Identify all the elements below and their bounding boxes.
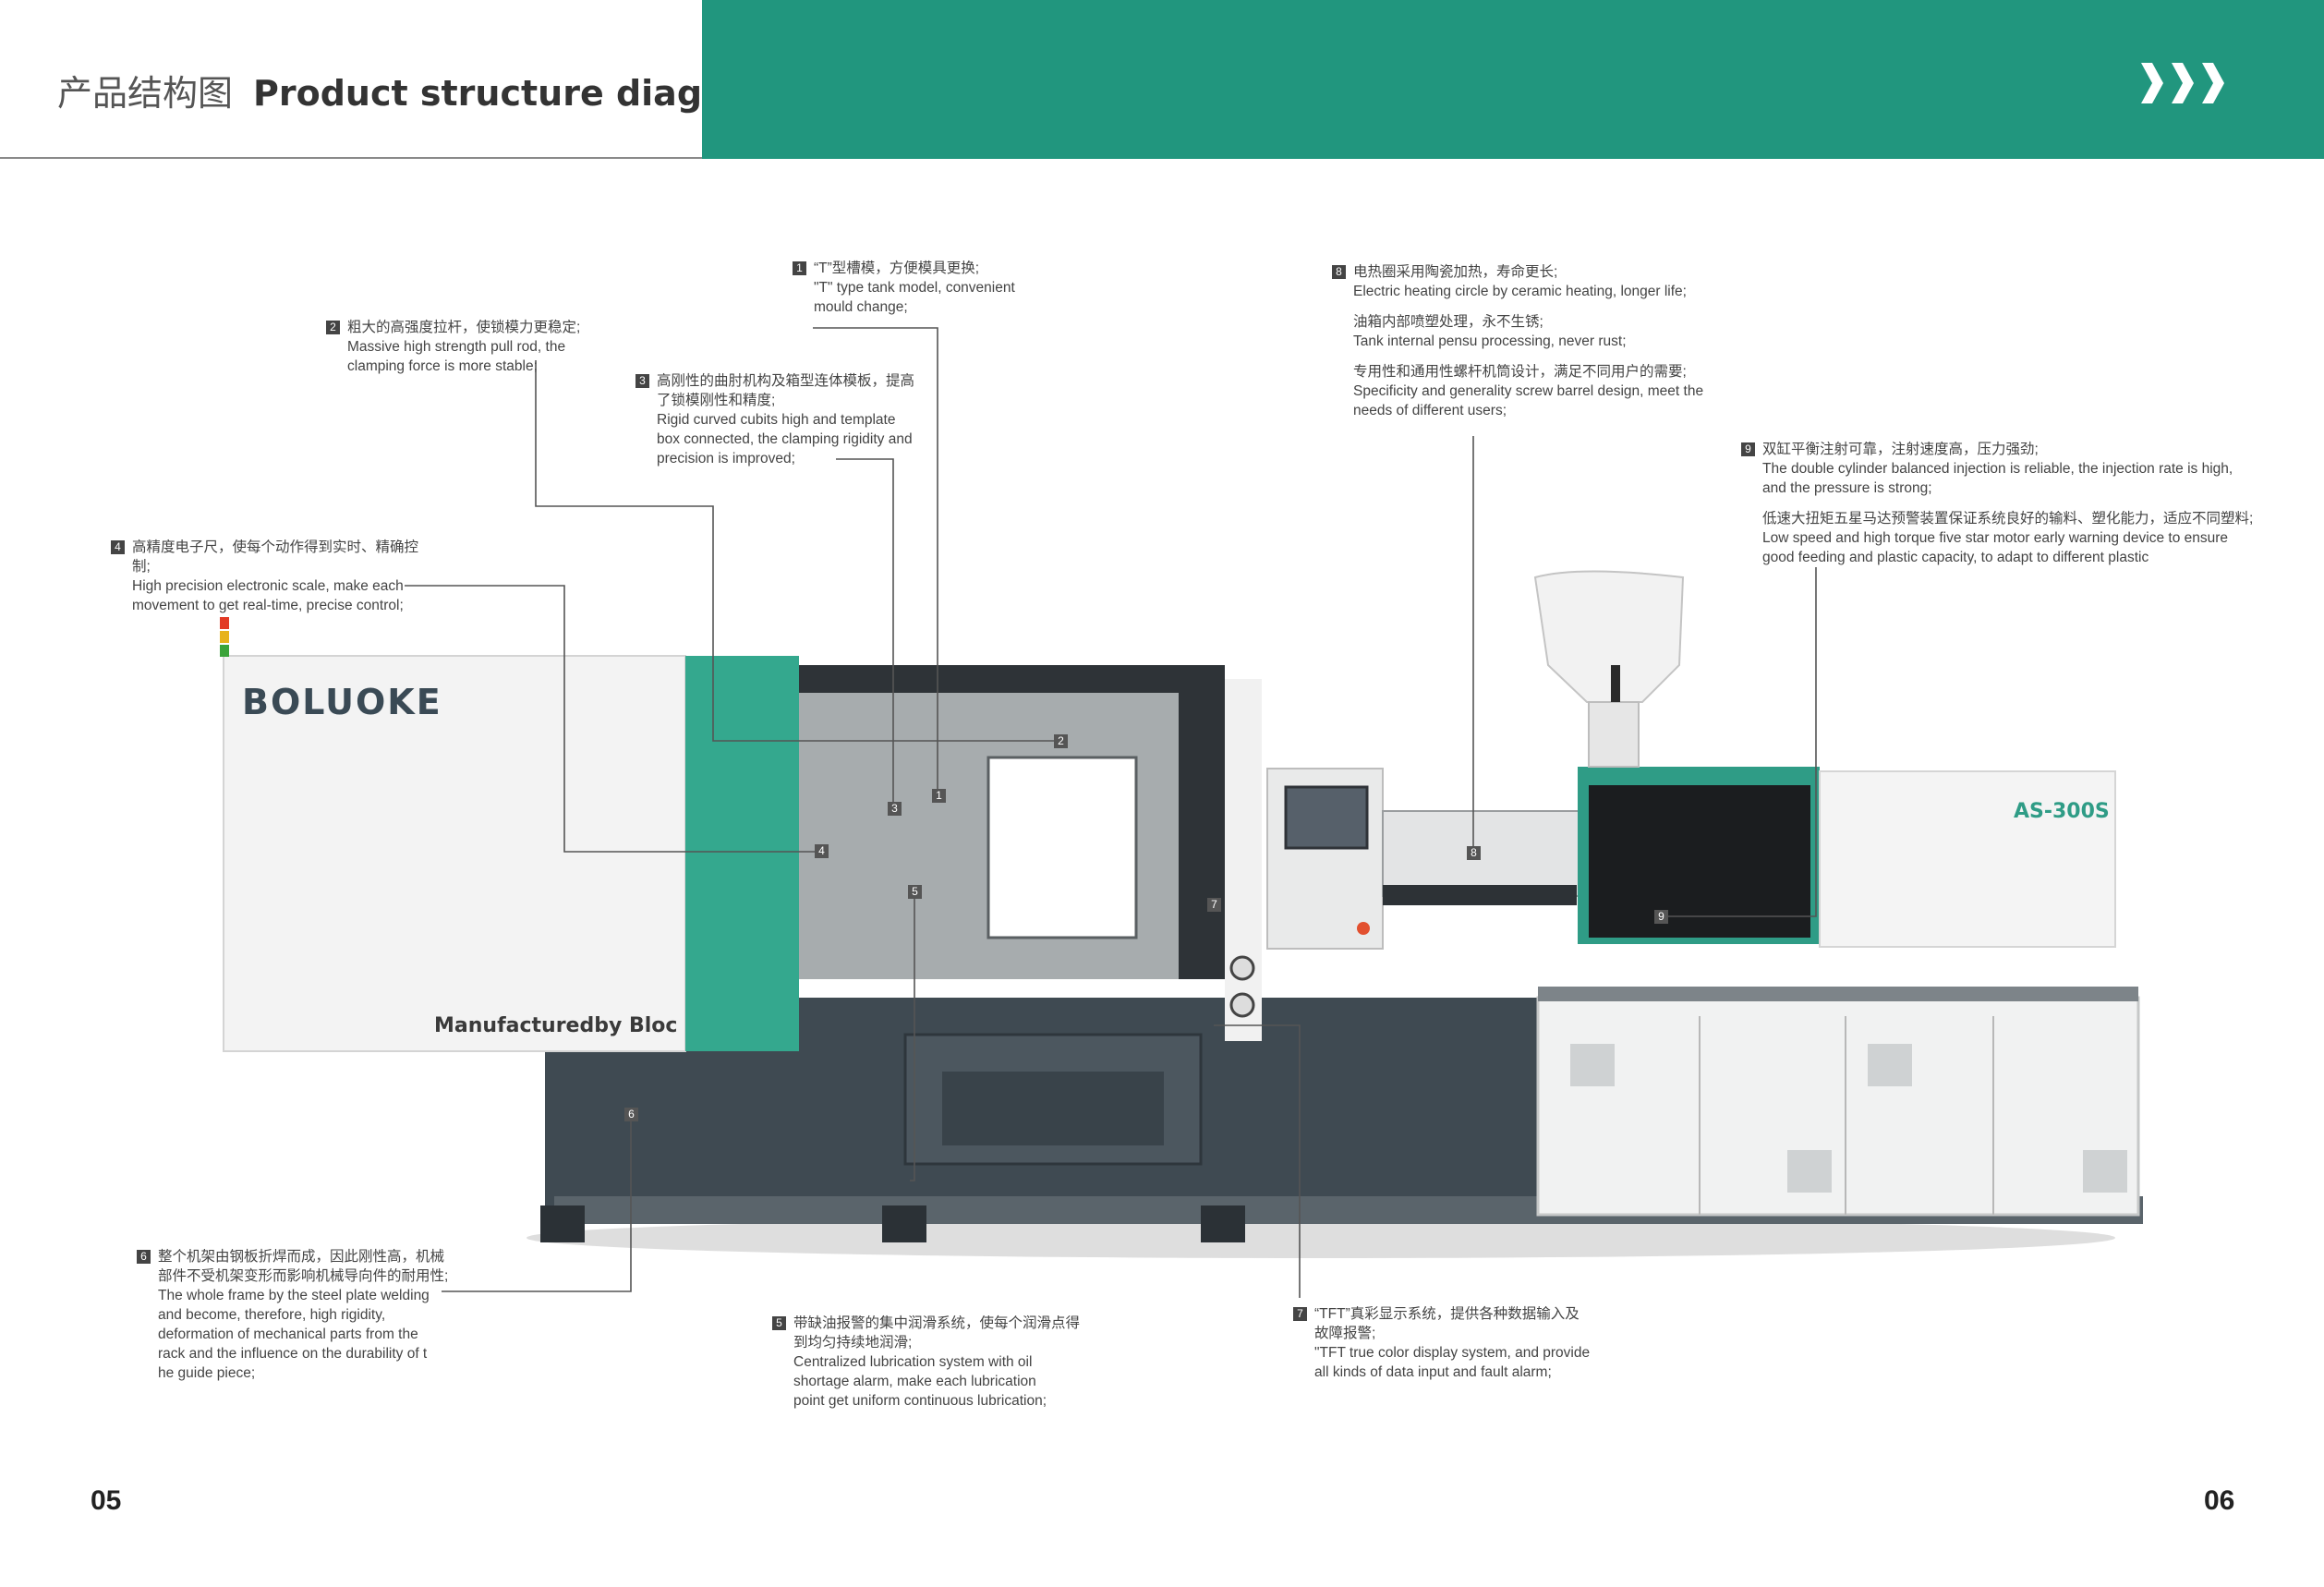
note-9-line: 低速大扭矩五星马达预警装置保证系统良好的输料、塑化能力，适应不同塑料; xyxy=(1762,511,2254,527)
note-2-number: 2 xyxy=(326,321,340,334)
note-9-line: and the pressure is strong; xyxy=(1762,480,1932,496)
note-9: 9 双缸平衡注射可靠，注射速度高，压力强劲; The double cylinde… xyxy=(1741,440,2253,567)
marker-2: 2 xyxy=(1054,734,1068,748)
note-5-line: 带缺油报警的集中润滑系统，使每个润滑点得 xyxy=(793,1315,1081,1331)
chevron-right-icon xyxy=(2141,63,2224,103)
note-9-number: 9 xyxy=(1741,442,1755,456)
note-2-line: 粗大的高强度拉杆，使锁模力更稳定; xyxy=(347,320,581,335)
note-4-number: 4 xyxy=(111,540,125,554)
note-1-line: "T" type tank model, convenient xyxy=(814,280,1015,296)
marker-7: 7 xyxy=(1207,898,1221,912)
machine-footer-text: Manufacturedby Bloc xyxy=(434,1014,678,1037)
note-4-line: High precision electronic scale, make ea… xyxy=(132,578,404,594)
note-8-line: 专用性和通用性螺杆机筒设计，满足不同用户的需要; xyxy=(1353,364,1687,380)
note-2-line: clamping force is more stable; xyxy=(347,358,538,374)
marker-4: 4 xyxy=(815,844,829,858)
note-6-line: 整个机架由钢板折焊而成，因此刚性高，机械 xyxy=(158,1249,445,1265)
note-3-line: Rigid curved cubits high and template xyxy=(657,412,896,428)
marker-9: 9 xyxy=(1654,910,1668,924)
note-4-line: 高精度电子尺，使每个动作得到实时、精确控 xyxy=(132,539,419,555)
note-6-line: 部件不受机架变形而影响机械导向件的耐用性; xyxy=(158,1268,449,1284)
marker-6: 6 xyxy=(624,1108,638,1121)
note-4-line: movement to get real-time, precise contr… xyxy=(132,598,404,613)
note-8-line: Electric heating circle by ceramic heati… xyxy=(1353,284,1687,299)
note-9-line: Low speed and high torque five star moto… xyxy=(1762,530,2229,546)
note-7: 7 “TFT”真彩显示系统，提供各种数据输入及 故障报警; "TFT true c… xyxy=(1293,1304,1590,1382)
note-3-line: box connected, the clamping rigidity and xyxy=(657,431,913,447)
note-6-line: rack and the influence on the durability… xyxy=(158,1346,428,1362)
page-title-en: Product structure diagram xyxy=(253,73,780,114)
header-bar: 产品结构图 Product structure diagram xyxy=(0,0,780,159)
note-7-line: "TFT true color display system, and prov… xyxy=(1314,1345,1591,1361)
note-6-line: and become, therefore, high rigidity, xyxy=(158,1307,386,1323)
marker-1: 1 xyxy=(932,789,946,803)
note-7-line: all kinds of data input and fault alarm; xyxy=(1314,1364,1552,1380)
note-2: 2 粗大的高强度拉杆，使锁模力更稳定; Massive high strength… xyxy=(326,318,580,376)
note-9-line: The double cylinder balanced injection i… xyxy=(1762,461,2233,477)
note-8-number: 8 xyxy=(1332,265,1346,279)
marker-3: 3 xyxy=(888,802,902,816)
note-7-line: 故障报警; xyxy=(1314,1326,1376,1341)
note-6-number: 6 xyxy=(137,1250,151,1264)
page-title-cn: 产品结构图 xyxy=(57,73,234,114)
note-5-line: Centralized lubrication system with oil xyxy=(793,1354,1033,1370)
note-2-line: Massive high strength pull rod, the xyxy=(347,339,566,355)
note-5-number: 5 xyxy=(772,1316,786,1330)
page-number-right: 06 xyxy=(2204,1485,2235,1516)
note-8: 8 电热圈采用陶瓷加热，寿命更长; Electric heating circle… xyxy=(1332,262,1703,420)
note-7-line: “TFT”真彩显示系统，提供各种数据输入及 xyxy=(1314,1306,1580,1322)
header-accent-band xyxy=(702,0,2324,159)
note-5-line: point get uniform continuous lubrication… xyxy=(793,1393,1047,1409)
note-4-line: 制; xyxy=(132,559,151,575)
note-3: 3 高刚性的曲肘机构及箱型连体模板，提高 了锁模刚性和精度; Rigid curv… xyxy=(635,371,914,468)
note-9-line: 双缸平衡注射可靠，注射速度高，压力强劲; xyxy=(1762,442,2039,457)
marker-5: 5 xyxy=(908,885,922,899)
note-1: 1 “T”型槽模，方便模具更换; "T" type tank model, con… xyxy=(793,259,1015,317)
note-1-line: mould change; xyxy=(814,299,908,315)
note-1-number: 1 xyxy=(793,261,806,275)
note-6-line: The whole frame by the steel plate weldi… xyxy=(158,1288,430,1303)
machine-model-label: AS-300S xyxy=(2014,800,2110,823)
machine-brand-logo: BOLUOKE xyxy=(242,682,442,722)
note-5-line: shortage alarm, make each lubrication xyxy=(793,1374,1036,1389)
note-5-line: 到均匀持续地润滑; xyxy=(793,1335,913,1351)
note-3-number: 3 xyxy=(635,374,649,388)
note-1-line: “T”型槽模，方便模具更换; xyxy=(814,260,980,276)
note-8-line: Tank internal pensu processing, never ru… xyxy=(1353,333,1627,349)
note-9-line: good feeding and plastic capacity, to ad… xyxy=(1762,550,2149,565)
note-6-line: he guide piece; xyxy=(158,1365,256,1381)
note-3-line: 高刚性的曲肘机构及箱型连体模板，提高 xyxy=(657,373,915,389)
note-5: 5 带缺油报警的集中润滑系统，使每个润滑点得 到均匀持续地润滑; Centrali… xyxy=(772,1314,1080,1411)
note-6-line: deformation of mechanical parts from the xyxy=(158,1327,418,1342)
note-6: 6 整个机架由钢板折焊而成，因此刚性高，机械 部件不受机架变形而影响机械导向件的耐… xyxy=(137,1247,448,1383)
note-8-line: 油箱内部喷塑处理，永不生锈; xyxy=(1353,314,1543,330)
note-8-line: needs of different users; xyxy=(1353,403,1507,418)
page-title: 产品结构图 Product structure diagram xyxy=(57,65,780,115)
marker-8: 8 xyxy=(1467,846,1481,860)
page-number-left: 05 xyxy=(91,1485,122,1516)
note-4: 4 高精度电子尺，使每个动作得到实时、精确控 制; High precision … xyxy=(111,538,418,615)
note-3-line: precision is improved; xyxy=(657,451,795,466)
note-7-number: 7 xyxy=(1293,1307,1307,1321)
note-8-line: 电热圈采用陶瓷加热，寿命更长; xyxy=(1353,264,1558,280)
note-3-line: 了锁模刚性和精度; xyxy=(657,393,776,408)
note-8-line: Specificity and generality screw barrel … xyxy=(1353,383,1704,399)
